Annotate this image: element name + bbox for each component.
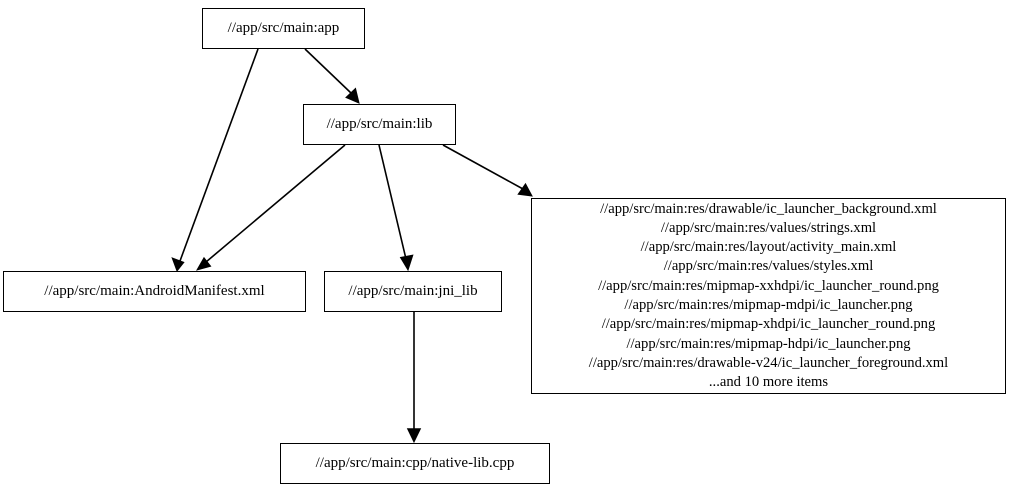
node-native-lib-cpp[interactable]: //app/src/main:cpp/native-lib.cpp (280, 443, 550, 484)
node-jni-lib-label: //app/src/main:jni_lib (348, 283, 478, 299)
node-native-lib-cpp-label: //app/src/main:cpp/native-lib.cpp (315, 455, 515, 471)
node-android-manifest[interactable]: //app/src/main:AndroidManifest.xml (3, 271, 306, 312)
node-jni-lib[interactable]: //app/src/main:jni_lib (324, 271, 502, 312)
node-resources-label: //app/src/main:res/drawable/ic_launcher_… (588, 200, 949, 391)
node-lib-label: //app/src/main:lib (326, 116, 433, 132)
edge-jni-lib-to-native-lib (406, 312, 422, 444)
node-android-manifest-label: //app/src/main:AndroidManifest.xml (44, 283, 265, 299)
node-lib[interactable]: //app/src/main:lib (303, 104, 456, 145)
edge-lib-to-jni-lib (378, 144, 414, 272)
edge-lib-to-resources (442, 144, 533, 197)
edge-app-to-lib (304, 48, 360, 104)
node-resources[interactable]: //app/src/main:res/drawable/ic_launcher_… (531, 198, 1006, 394)
edge-app-to-manifest (171, 48, 259, 273)
node-app-label: //app/src/main:app (227, 20, 340, 36)
node-app[interactable]: //app/src/main:app (202, 8, 365, 49)
edge-lib-to-manifest (195, 144, 346, 271)
